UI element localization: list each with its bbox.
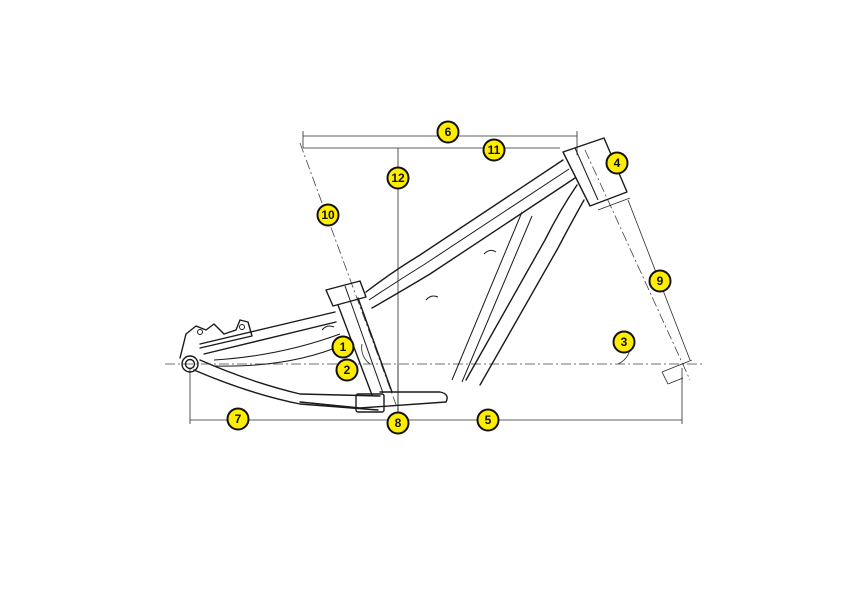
marker-3-label: 3 xyxy=(621,335,628,349)
marker-2: 2 xyxy=(335,358,359,382)
fork-axle-stub xyxy=(661,371,669,385)
marker-7-label: 7 xyxy=(235,412,242,426)
seat-tube-right xyxy=(357,297,393,393)
marker-6-label: 6 xyxy=(445,125,452,139)
chainstay-upper xyxy=(199,359,381,397)
marker-1-label: 1 xyxy=(340,340,347,354)
cable-guide-2 xyxy=(425,295,439,301)
marker-12: 12 xyxy=(386,166,410,190)
marker-10: 10 xyxy=(316,203,340,227)
fork-length-tick-bottom xyxy=(661,359,693,373)
marker-8: 8 xyxy=(386,411,410,435)
bike-frame xyxy=(179,137,628,413)
bottom-frame-rail xyxy=(299,391,448,409)
down-tube-brace xyxy=(451,211,523,381)
seatstay-lower xyxy=(203,321,337,355)
marker-4: 4 xyxy=(605,151,629,175)
seat-tube-left xyxy=(337,304,373,396)
seat-clamp-collar xyxy=(325,280,367,307)
bottom-bracket-shell xyxy=(355,393,385,413)
seat-tube-center-line xyxy=(349,299,384,394)
seatstay-upper xyxy=(199,311,336,345)
dropout-hole-2 xyxy=(239,324,245,330)
dropout-hole-1 xyxy=(197,329,203,335)
chainstay-yoke xyxy=(213,333,341,361)
rear-dropout-plate xyxy=(179,319,253,359)
marker-9-label: 9 xyxy=(657,274,664,288)
marker-12-label: 12 xyxy=(391,171,405,185)
head-tube xyxy=(562,137,628,207)
marker-3: 3 xyxy=(612,330,636,354)
dimension-lines xyxy=(189,131,693,424)
marker-11-label: 11 xyxy=(488,143,501,157)
marker-6: 6 xyxy=(436,120,460,144)
geometry-markers: 1 2 3 4 5 6 7 8 xyxy=(226,120,672,435)
top-tube-upper-edge xyxy=(365,159,564,293)
chainstay-lower xyxy=(193,369,379,411)
rear-axle-inner xyxy=(184,358,196,370)
top-tube-lower-edge xyxy=(371,177,576,309)
marker-9: 9 xyxy=(648,269,672,293)
steering-axis-centerline xyxy=(584,149,691,381)
rear-axle-outer xyxy=(181,355,199,373)
top-tube-inner-edge xyxy=(368,168,570,301)
seat-clamp-slot xyxy=(344,285,351,301)
down-tube-upper-edge xyxy=(465,184,578,381)
seat-tube-centerline xyxy=(299,142,399,411)
marker-2-label: 2 xyxy=(344,363,351,377)
cable-guide-3 xyxy=(483,249,497,255)
fork-length-tick-top xyxy=(597,197,631,211)
cable-guide-1 xyxy=(321,325,335,331)
down-tube-lower-edge xyxy=(479,199,585,386)
marker-1: 1 xyxy=(331,335,355,359)
marker-8-label: 8 xyxy=(395,416,402,430)
fork-axle-stub-2 xyxy=(667,377,684,385)
marker-5: 5 xyxy=(476,408,500,432)
marker-10-label: 10 xyxy=(321,208,335,222)
marker-4-label: 4 xyxy=(614,156,621,170)
down-tube-brace-2 xyxy=(461,215,533,383)
seat-angle-arc xyxy=(361,343,371,365)
marker-11: 11 xyxy=(482,138,506,162)
marker-5-label: 5 xyxy=(485,413,492,427)
head-tube-inner-line xyxy=(574,147,599,201)
marker-7: 7 xyxy=(226,407,250,431)
